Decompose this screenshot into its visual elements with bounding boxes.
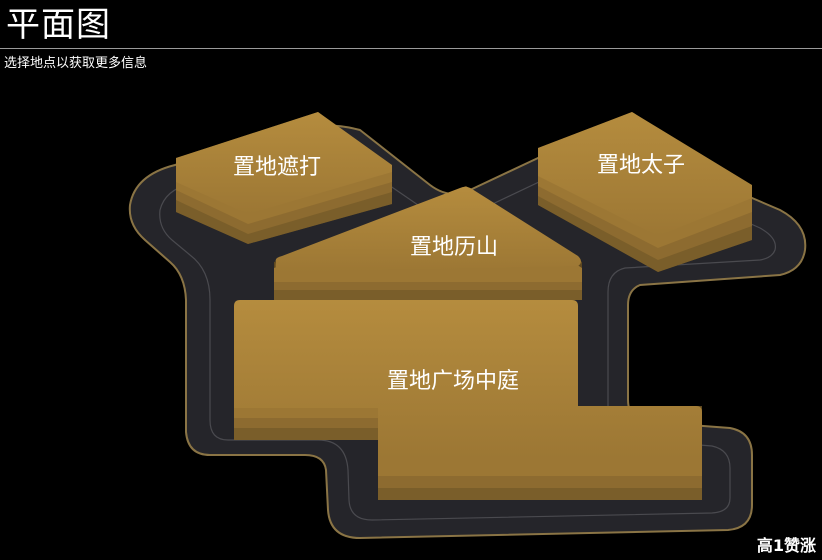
building-atrium-label: 置地广场中庭 (387, 369, 519, 394)
watermark-logo: 高1赞涨 (756, 536, 816, 555)
building-prince[interactable]: 置地太子 (538, 112, 752, 272)
title-divider (0, 48, 822, 49)
building-prince-label: 置地太子 (597, 153, 685, 178)
building-chater[interactable]: 置地遮打 (176, 112, 392, 244)
building-alexandra[interactable]: 置地历山 (274, 186, 582, 300)
building-alexandra-label: 置地历山 (410, 235, 498, 260)
building-chater-label: 置地遮打 (233, 155, 321, 180)
page-subtitle: 选择地点以获取更多信息 (4, 56, 148, 71)
building-atrium[interactable]: 置地广场中庭 (234, 300, 702, 500)
page-title: 平面图 (6, 5, 111, 45)
